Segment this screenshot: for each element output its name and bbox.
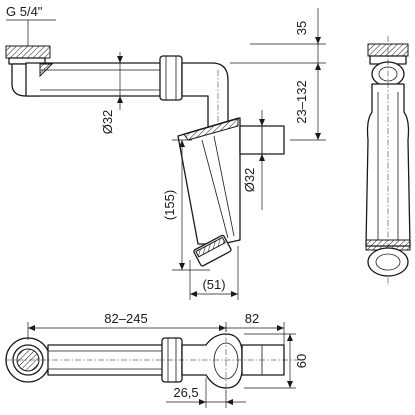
top-view-width-label: 60 — [294, 354, 309, 368]
horizontal-pipe — [25, 62, 165, 97]
adjustable-height-label: 23–132 — [294, 80, 309, 123]
horizontal-length-label: 82–245 — [104, 311, 147, 326]
top-bottle — [181, 333, 243, 389]
pipe-diameter-outlet-label: Ø32 — [242, 168, 257, 193]
pipe-elbow — [181, 62, 229, 131]
front-view — [5, 45, 285, 267]
inlet-nut — [5, 45, 51, 59]
top-view-offset-label: 26,5 — [173, 385, 198, 400]
top-view — [5, 326, 300, 396]
thread-label: G 5/4" — [6, 4, 43, 19]
inlet-height-label: 35 — [294, 21, 309, 35]
side-view — [365, 36, 411, 286]
outlet-offset-label: 82 — [245, 311, 259, 326]
labels: G 5/4" 35 23–132 Ø32 Ø32 (155) (51) 82–2… — [6, 4, 309, 400]
pipe-diameter-horizontal-label: Ø32 — [100, 110, 115, 135]
dimensions — [6, 8, 326, 408]
side-cleanout-cap — [367, 247, 409, 277]
pipe-coupling-nut — [159, 55, 183, 101]
cleanout-nut — [193, 234, 232, 267]
body-depth-label: (51) — [202, 277, 225, 292]
body-height-label: (155) — [162, 190, 177, 220]
